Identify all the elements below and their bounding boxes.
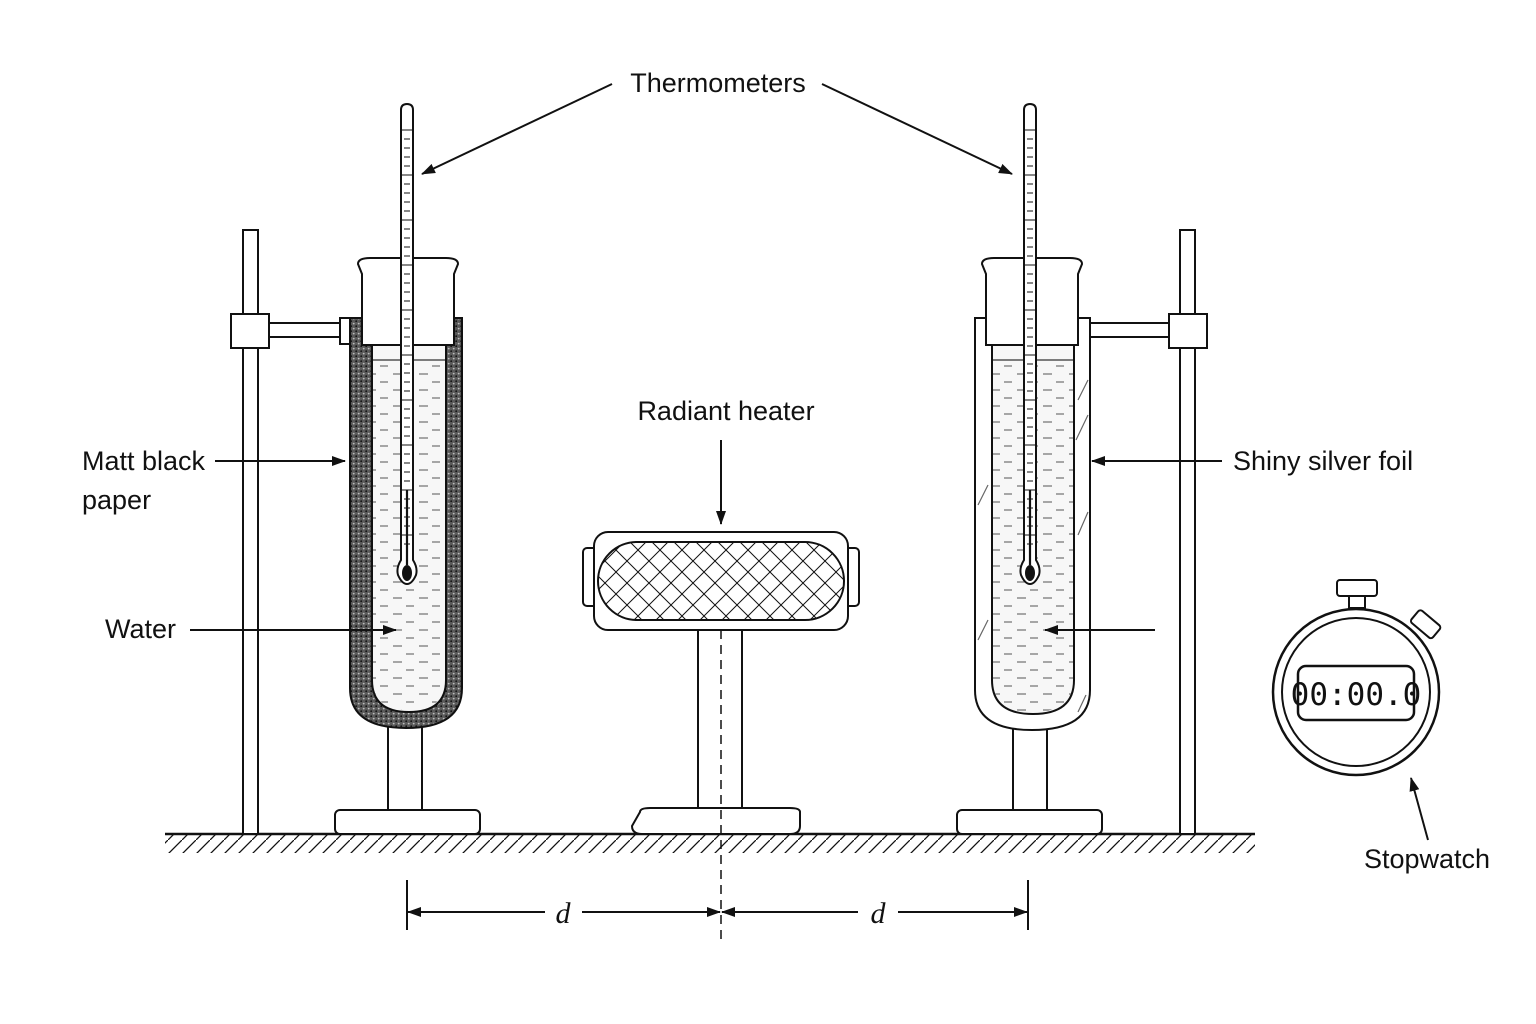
matt-black-paper-label-line2: paper bbox=[82, 485, 151, 515]
heating-element bbox=[597, 541, 845, 621]
right-boiling-tube bbox=[974, 257, 1091, 732]
radiant-heater bbox=[582, 531, 860, 835]
radiant-heater-label: Radiant heater bbox=[637, 396, 814, 426]
distance-label-right: d bbox=[871, 897, 887, 930]
stopwatch-label: Stopwatch bbox=[1364, 844, 1490, 874]
stopwatch-display: 00:00.0 bbox=[1291, 677, 1422, 713]
right-tube-base bbox=[956, 723, 1103, 835]
water-label: Water bbox=[105, 614, 176, 644]
left-tube-base bbox=[334, 723, 481, 835]
stopwatch: 00:00.0 bbox=[1271, 579, 1442, 777]
distance-label-left: d bbox=[556, 897, 572, 930]
distance-markers: d d bbox=[406, 880, 1029, 930]
left-thermometer bbox=[396, 102, 418, 586]
right-retort-stand bbox=[1072, 229, 1208, 835]
right-thermometer bbox=[1019, 102, 1041, 586]
labels: Thermometers Radiant heater Matt black p… bbox=[82, 68, 1490, 874]
bench-surface bbox=[165, 832, 1255, 853]
shiny-silver-foil-label: Shiny silver foil bbox=[1233, 446, 1413, 476]
matt-black-paper-label-line1: Matt black bbox=[82, 446, 206, 476]
thermometers-label: Thermometers bbox=[630, 68, 806, 98]
left-retort-stand bbox=[230, 229, 355, 835]
